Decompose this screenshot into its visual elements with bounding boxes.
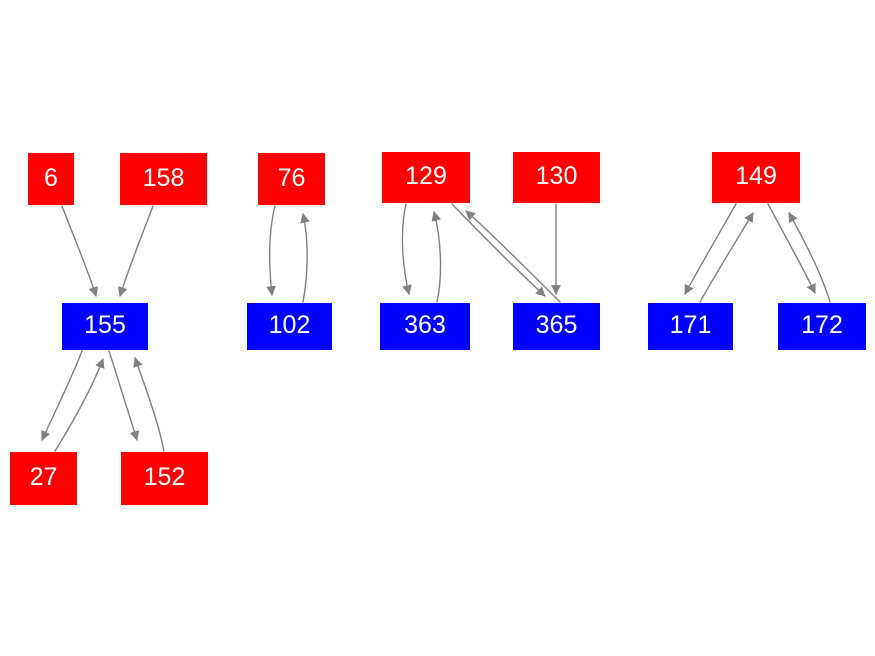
graph-node-152[interactable]: 152	[121, 452, 208, 505]
graph-edge-363-to-129	[431, 211, 442, 303]
graph-edge-149-to-172	[767, 203, 816, 294]
graph-node-6[interactable]: 6	[28, 153, 74, 205]
graph-edge-155-to-27	[41, 350, 83, 441]
graph-node-130[interactable]: 130	[513, 152, 600, 203]
graph-node-155[interactable]: 155	[62, 303, 148, 350]
graph-edge-365-to-129	[465, 210, 561, 303]
graph-edge-149-to-171	[684, 203, 737, 295]
graph-edge-155-to-152	[108, 350, 140, 441]
graph-edge-129-to-363	[401, 203, 412, 295]
graph-node-label: 365	[535, 311, 578, 339]
graph-node-label: 129	[405, 162, 447, 190]
graph-node-158[interactable]: 158	[120, 153, 207, 205]
edges-group	[41, 203, 831, 452]
graph-node-365[interactable]: 365	[513, 303, 600, 350]
graph-node-label: 6	[44, 163, 58, 192]
graph-node-363[interactable]: 363	[380, 303, 470, 350]
graph-node-label: 363	[404, 311, 446, 339]
graph-node-172[interactable]: 172	[778, 303, 866, 350]
graph-node-171[interactable]: 171	[648, 303, 733, 350]
graph-edge-158-to-155	[117, 205, 154, 297]
graph-node-102[interactable]: 102	[247, 303, 332, 350]
graph-node-label: 149	[735, 162, 777, 190]
graph-edge-6-to-155	[61, 205, 99, 297]
graph-edge-129-to-365	[451, 203, 546, 297]
graph-edge-27-to-155	[54, 358, 105, 452]
graph-node-129[interactable]: 129	[382, 152, 470, 203]
graph-node-label: 155	[84, 311, 126, 339]
graph-node-76[interactable]: 76	[258, 153, 325, 205]
graph-node-149[interactable]: 149	[712, 152, 800, 203]
graph-node-label: 102	[268, 311, 311, 339]
graph-edge-76-to-102	[266, 205, 276, 296]
graph-edge-152-to-155	[133, 357, 165, 452]
graph-node-27[interactable]: 27	[10, 452, 77, 505]
graph-node-label: 27	[29, 463, 58, 491]
graph-edge-172-to-149	[788, 212, 831, 303]
graph-edge-102-to-76	[300, 213, 310, 303]
graph-node-label: 171	[669, 311, 712, 339]
graph-node-label: 130	[535, 162, 578, 190]
graph-edge-171-to-149	[699, 212, 754, 303]
graph-node-label: 158	[142, 163, 185, 192]
graph-node-label: 172	[801, 311, 843, 339]
graph-node-label: 76	[277, 163, 306, 192]
graph-node-label: 152	[143, 463, 186, 491]
